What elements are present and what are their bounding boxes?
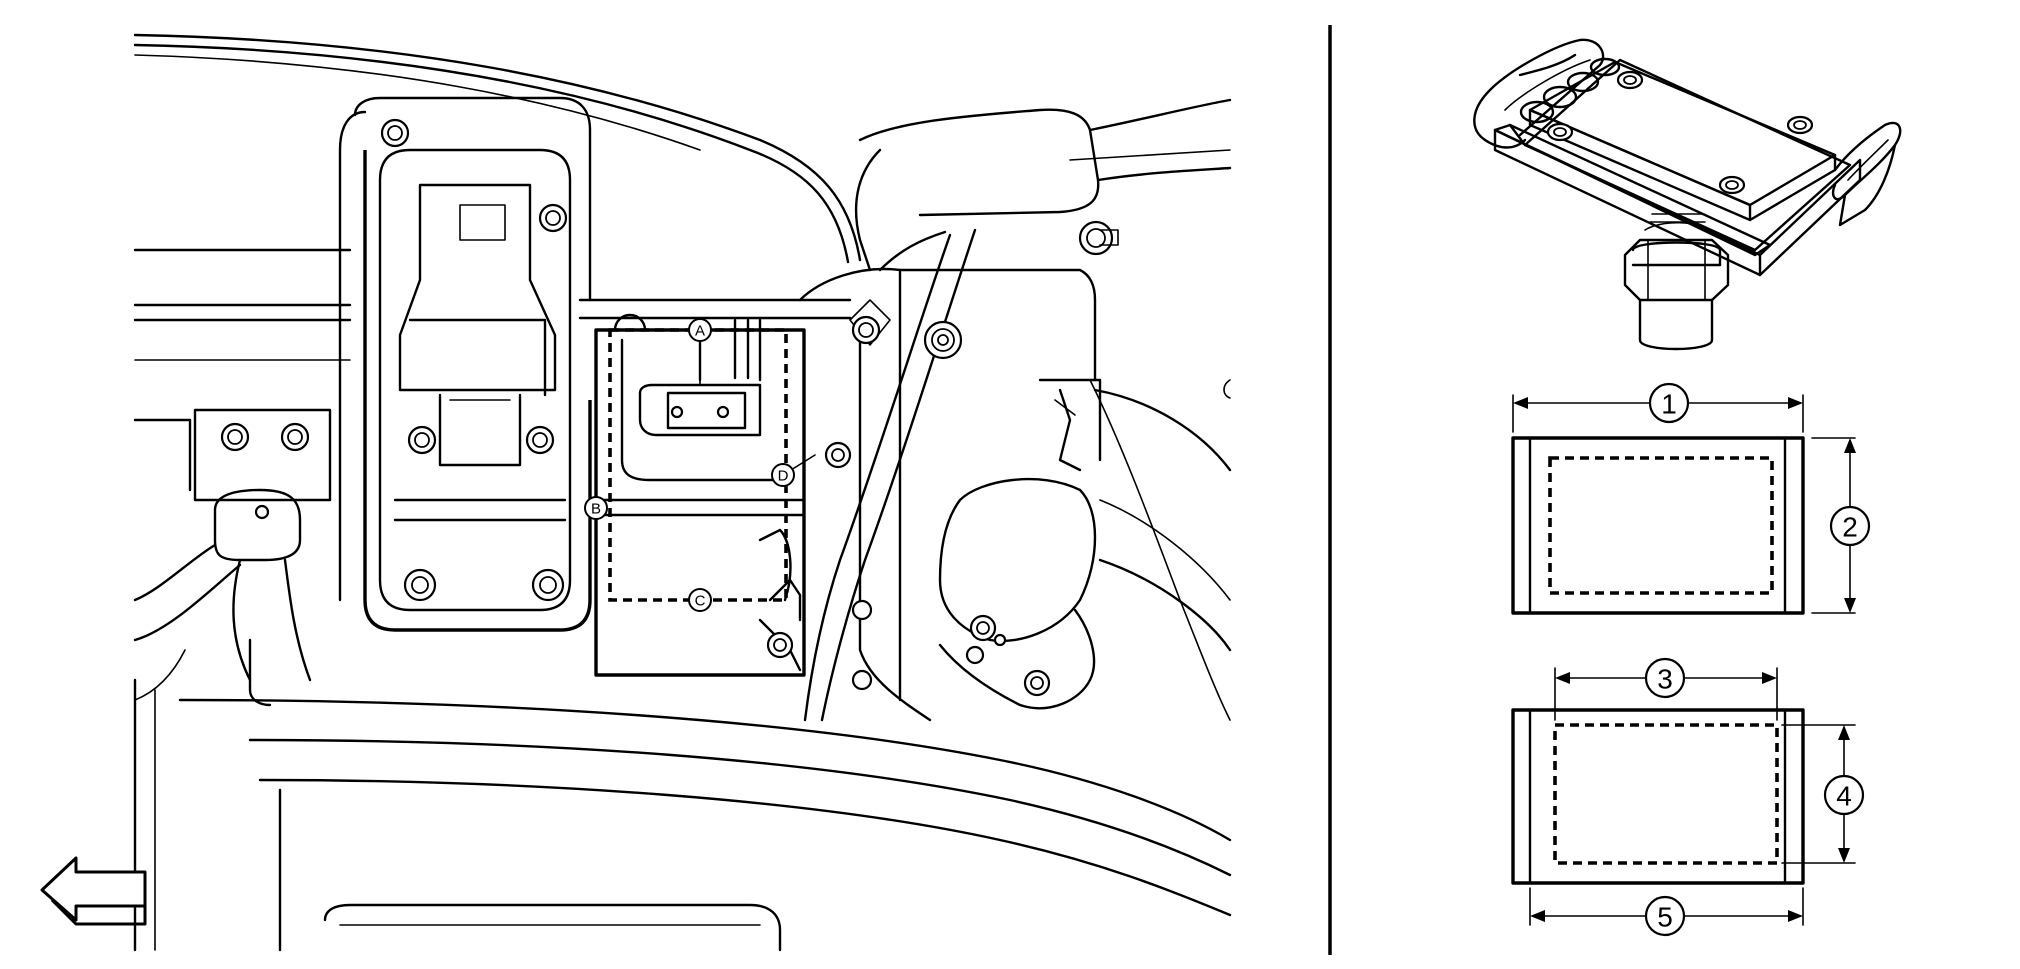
fender-bolt-1 bbox=[969, 614, 997, 642]
tower-bolt-low-right bbox=[531, 568, 565, 602]
fender-bolt-3 bbox=[965, 645, 985, 665]
tower-bolt-top bbox=[380, 118, 410, 148]
svg-text:A: A bbox=[695, 323, 705, 340]
strut-bolt-mid bbox=[824, 441, 852, 469]
plate-screw-2 bbox=[1546, 122, 1574, 142]
bracket-bolt-1 bbox=[220, 422, 250, 452]
svg-text:2: 2 bbox=[1842, 512, 1858, 543]
box-bolt bbox=[766, 631, 794, 659]
dimension-label-1: 1 bbox=[1648, 382, 1690, 424]
strut-nut-star bbox=[923, 320, 963, 360]
svg-text:C: C bbox=[695, 593, 706, 610]
plate-screw-1 bbox=[1616, 70, 1644, 90]
gauge-tool-illustration bbox=[1473, 38, 1902, 351]
svg-text:1: 1 bbox=[1661, 389, 1677, 420]
plate-screw-4 bbox=[1718, 175, 1746, 195]
fender-bolt-2 bbox=[1023, 669, 1051, 697]
measurement-area: A B C D bbox=[584, 318, 816, 677]
arrow-left-icon bbox=[40, 856, 147, 926]
tower-bolt-mid-left bbox=[407, 425, 437, 455]
svg-text:5: 5 bbox=[1657, 902, 1673, 933]
bracket-bolt-2 bbox=[280, 422, 310, 452]
tower-bolt-mid-right bbox=[525, 425, 555, 455]
dimension-diagram-bottom: 3 4 5 bbox=[1511, 657, 1865, 937]
callout-c: C bbox=[688, 588, 712, 612]
dimension-diagram-top: 1 2 bbox=[1511, 382, 1871, 615]
svg-text:B: B bbox=[591, 501, 601, 518]
dimension-label-5: 5 bbox=[1644, 895, 1686, 937]
callout-a: A bbox=[688, 318, 712, 386]
vehicle-body-illustration bbox=[133, 33, 1232, 952]
callout-b: B bbox=[584, 496, 608, 520]
svg-text:3: 3 bbox=[1657, 664, 1673, 695]
tower-bolt-low-left bbox=[403, 568, 437, 602]
tower-bolt-upper-right bbox=[538, 203, 568, 233]
svg-text:D: D bbox=[778, 468, 789, 485]
callout-d: D bbox=[771, 454, 816, 487]
dimension-label-3: 3 bbox=[1644, 657, 1686, 699]
side-stud bbox=[1078, 220, 1119, 256]
dimension-label-4: 4 bbox=[1823, 774, 1865, 816]
dimension-label-2: 2 bbox=[1829, 505, 1871, 547]
plate-screw-3 bbox=[1786, 115, 1814, 135]
svg-text:4: 4 bbox=[1836, 781, 1852, 812]
strut-bolt-upper bbox=[851, 315, 881, 345]
